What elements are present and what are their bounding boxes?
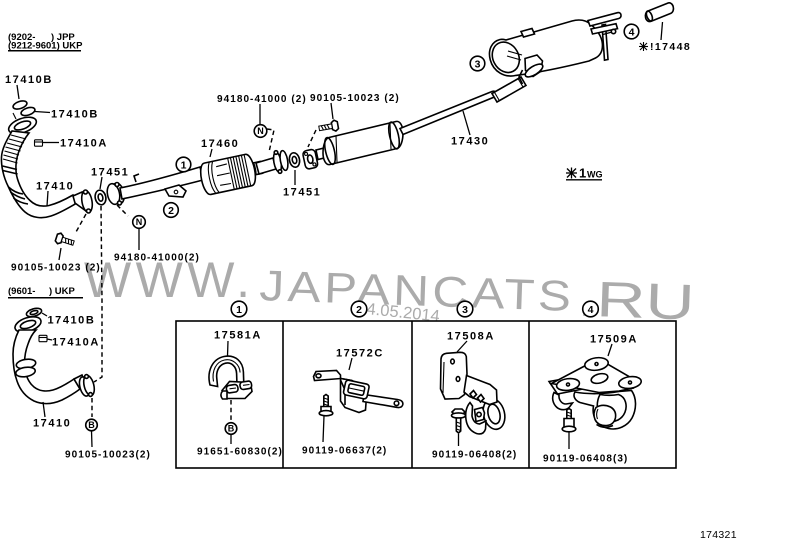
svg-text:17410A: 17410A: [52, 337, 100, 349]
svg-text:90105-10023(2): 90105-10023(2): [65, 450, 151, 461]
svg-text:90105-10023 (2): 90105-10023 (2): [11, 263, 101, 274]
svg-text:N: N: [257, 126, 264, 136]
svg-text:17509A: 17509A: [590, 334, 638, 346]
svg-text:WG: WG: [587, 170, 603, 180]
svg-text:17410: 17410: [36, 181, 74, 193]
svg-text:17451: 17451: [283, 187, 321, 199]
svg-text:1: 1: [236, 304, 242, 316]
svg-text:90105-10023 (2): 90105-10023 (2): [310, 93, 400, 104]
svg-text:JAPANCATS: JAPANCATS: [259, 261, 572, 320]
svg-text:17451: 17451: [91, 167, 129, 179]
svg-text:94180-41000(2): 94180-41000(2): [114, 253, 200, 264]
svg-text:174321: 174321: [700, 529, 737, 541]
svg-text:90119-06408(2): 90119-06408(2): [432, 450, 517, 461]
svg-text:17508A: 17508A: [447, 331, 495, 343]
svg-text:3: 3: [475, 59, 481, 71]
svg-text:1: 1: [579, 166, 586, 181]
svg-text:(9202-: (9202-: [8, 32, 35, 43]
svg-text:) UKP: ) UKP: [49, 286, 76, 297]
svg-text:WWW.: WWW.: [84, 252, 250, 308]
svg-text:17430: 17430: [451, 136, 489, 148]
svg-text:(9212-9601) UKP: (9212-9601) UKP: [8, 41, 83, 52]
svg-text:17581A: 17581A: [214, 330, 262, 342]
svg-text:90119-06408(3): 90119-06408(3): [543, 454, 628, 465]
svg-text:94180-41000 (2): 94180-41000 (2): [217, 94, 307, 105]
svg-text:17410B: 17410B: [48, 315, 96, 327]
svg-text:B: B: [228, 424, 235, 434]
svg-text:17410B: 17410B: [5, 74, 53, 86]
svg-text:N: N: [136, 217, 143, 227]
svg-text:!17448: !17448: [650, 41, 691, 53]
svg-text:4: 4: [629, 27, 635, 39]
svg-text:17410B: 17410B: [51, 109, 99, 121]
svg-text:17460: 17460: [201, 138, 239, 150]
svg-text:91651-60830(2): 91651-60830(2): [197, 447, 283, 458]
svg-text:17572C: 17572C: [336, 348, 384, 360]
svg-text:90119-06637(2): 90119-06637(2): [302, 446, 387, 457]
svg-text:3: 3: [462, 304, 468, 316]
svg-text:B: B: [88, 420, 95, 430]
svg-text:1: 1: [181, 160, 187, 172]
svg-text:17410: 17410: [33, 418, 71, 430]
svg-text:2: 2: [168, 205, 174, 217]
svg-text:2: 2: [356, 304, 362, 316]
svg-text:(9601-: (9601-: [8, 286, 35, 297]
svg-text:) JPP: ) JPP: [51, 32, 75, 43]
svg-text:17410A: 17410A: [60, 138, 108, 150]
svg-text:4: 4: [588, 304, 594, 316]
